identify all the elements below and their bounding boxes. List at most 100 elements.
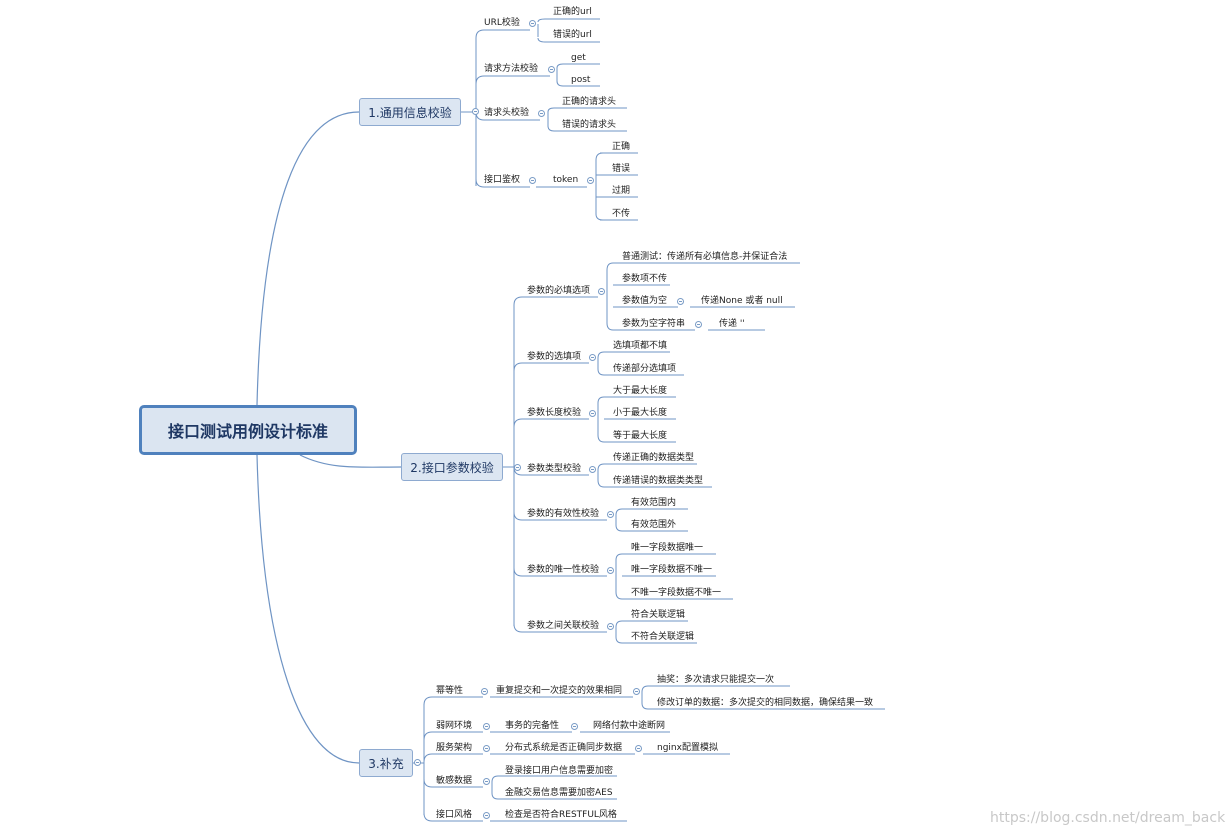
leaf-relation-ok[interactable]: 符合关联逻辑 (631, 610, 686, 620)
collapse-toggle-icon[interactable] (483, 723, 490, 730)
node-required[interactable]: 参数的必填选项 (527, 286, 591, 296)
node-type[interactable]: 参数类型校验 (527, 464, 582, 474)
connector-line (513, 362, 523, 372)
collapse-toggle-icon[interactable] (529, 20, 536, 27)
leaf-correct-header[interactable]: 正确的请求头 (562, 97, 617, 107)
collapse-toggle-icon[interactable] (548, 66, 555, 73)
node-validity[interactable]: 参数的有效性校验 (527, 509, 600, 519)
node-api-style[interactable]: 接口风格 (436, 810, 473, 820)
leaf-nginx[interactable]: nginx配置模拟 (657, 743, 718, 753)
connector-line (423, 812, 433, 822)
collapse-toggle-icon[interactable] (589, 410, 596, 417)
collapse-toggle-icon[interactable] (483, 812, 490, 819)
leaf-notunique-notunique[interactable]: 不唯一字段数据不唯一 (631, 588, 722, 598)
collapse-toggle-icon[interactable] (589, 466, 596, 473)
leaf-token-correct[interactable]: 正确 (612, 142, 631, 152)
node-header-check[interactable]: 请求头校验 (484, 108, 530, 118)
connector-line (615, 620, 623, 628)
collapse-toggle-icon[interactable] (571, 723, 578, 730)
leaf-over-max[interactable]: 大于最大长度 (613, 386, 668, 396)
collapse-toggle-icon[interactable] (472, 108, 479, 115)
node-value-empty[interactable]: 参数值为空 (622, 296, 668, 306)
connector-line (513, 418, 523, 428)
collapse-toggle-icon[interactable] (481, 688, 488, 695)
collapse-toggle-icon[interactable] (607, 567, 614, 574)
collapse-toggle-icon[interactable] (483, 778, 490, 785)
leaf-correct-type[interactable]: 传递正确的数据类型 (613, 453, 695, 463)
leaf-none-null[interactable]: 传递None 或者 null (701, 296, 783, 306)
leaf-correct-url[interactable]: 正确的url (553, 7, 592, 17)
node-distributed-sync[interactable]: 分布式系统是否正确同步数据 (505, 743, 623, 753)
connector-line (597, 463, 605, 471)
leaf-restful[interactable]: 检查是否符合RESTFUL风格 (505, 810, 617, 820)
leaf-get[interactable]: get (571, 53, 586, 63)
connector-line (556, 63, 564, 69)
leaf-wrong-header[interactable]: 错误的请求头 (562, 120, 617, 130)
leaf-pass-quotes[interactable]: 传递 '' (719, 319, 745, 329)
leaf-under-max[interactable]: 小于最大长度 (613, 408, 668, 418)
watermark: https://blog.csdn.net/dream_back (990, 810, 1226, 826)
node-architecture[interactable]: 服务架构 (436, 743, 473, 753)
connector-line (615, 591, 623, 600)
node-idempotent[interactable]: 幂等性 (436, 686, 464, 696)
leaf-login-encrypt[interactable]: 登录接口用户信息需要加密 (505, 766, 614, 776)
connector-line (513, 511, 523, 521)
node-url-check[interactable]: URL校验 (484, 18, 520, 28)
leaf-out-range[interactable]: 有效范围外 (631, 520, 677, 530)
node-relation[interactable]: 参数之间关联校验 (527, 621, 600, 631)
node-sensitive-data[interactable]: 敏感数据 (436, 776, 473, 786)
node-token[interactable]: token (553, 175, 579, 185)
connector-line (423, 731, 433, 741)
connector-line (597, 434, 605, 443)
collapse-toggle-icon[interactable] (607, 511, 614, 518)
leaf-finance-encrypt[interactable]: 金融交易信息需要加密AES (505, 788, 613, 798)
leaf-equal-max[interactable]: 等于最大长度 (613, 431, 668, 441)
collapse-toggle-icon[interactable] (414, 759, 421, 766)
node-auth[interactable]: 接口鉴权 (484, 175, 521, 185)
collapse-toggle-icon[interactable] (607, 623, 614, 630)
leaf-param-missing[interactable]: 参数项不传 (622, 274, 668, 284)
node-method-check[interactable]: 请求方法校验 (484, 64, 539, 74)
leaf-some-optional[interactable]: 传递部分选填项 (613, 364, 677, 374)
node-optional[interactable]: 参数的选填项 (527, 352, 582, 362)
leaf-in-range[interactable]: 有效范围内 (631, 498, 677, 508)
connector-line (475, 75, 485, 85)
connector-line (556, 80, 564, 87)
collapse-toggle-icon[interactable] (538, 110, 545, 117)
collapse-toggle-icon[interactable] (529, 177, 536, 184)
leaf-modify-order[interactable]: 修改订单的数据：多次提交的相同数据，确保结果一致 (657, 698, 874, 708)
branch-supplement[interactable]: 3.补充 (359, 749, 413, 777)
leaf-wrong-url[interactable]: 错误的url (553, 30, 592, 40)
root-topic[interactable]: 接口测试用例设计标准 (139, 405, 357, 455)
leaf-normal-test[interactable]: 普通测试：传递所有必填信息-并保证合法 (622, 252, 788, 262)
collapse-toggle-icon[interactable] (635, 745, 642, 752)
collapse-toggle-icon[interactable] (589, 354, 596, 361)
node-repeat-submit[interactable]: 重复提交和一次提交的效果相同 (496, 686, 623, 696)
connector-line (547, 125, 555, 132)
leaf-token-expired[interactable]: 过期 (612, 186, 631, 196)
branch-general-info[interactable]: 1.通用信息校验 (359, 98, 461, 126)
collapse-toggle-icon[interactable] (483, 745, 490, 752)
leaf-unique-notunique[interactable]: 唯一字段数据不唯一 (631, 565, 713, 575)
leaf-wrong-type[interactable]: 传递错误的数据类类型 (613, 476, 704, 486)
leaf-token-wrong[interactable]: 错误 (612, 164, 631, 174)
node-empty-string[interactable]: 参数为空字符串 (622, 319, 686, 329)
collapse-toggle-icon[interactable] (695, 321, 702, 328)
collapse-toggle-icon[interactable] (677, 298, 684, 305)
collapse-toggle-icon[interactable] (587, 177, 594, 184)
node-weak-network[interactable]: 弱网环境 (436, 721, 473, 731)
leaf-relation-fail[interactable]: 不符合关联逻辑 (631, 632, 695, 642)
node-transaction[interactable]: 事务的完备性 (505, 721, 560, 731)
collapse-toggle-icon[interactable] (633, 688, 640, 695)
leaf-unique-unique[interactable]: 唯一字段数据唯一 (631, 543, 704, 553)
leaf-no-optional[interactable]: 选填项都不填 (613, 341, 668, 351)
leaf-post[interactable]: post (571, 75, 591, 85)
collapse-toggle-icon[interactable] (598, 288, 605, 295)
collapse-toggle-icon[interactable] (514, 464, 521, 471)
leaf-token-missing[interactable]: 不传 (612, 209, 631, 219)
branch-params[interactable]: 2.接口参数校验 (401, 453, 503, 481)
node-length[interactable]: 参数长度校验 (527, 408, 582, 418)
leaf-network-cut[interactable]: 网络付款中途断网 (593, 721, 666, 731)
node-uniqueness[interactable]: 参数的唯一性校验 (527, 565, 600, 575)
leaf-lottery[interactable]: 抽奖：多次请求只能提交一次 (657, 675, 775, 685)
